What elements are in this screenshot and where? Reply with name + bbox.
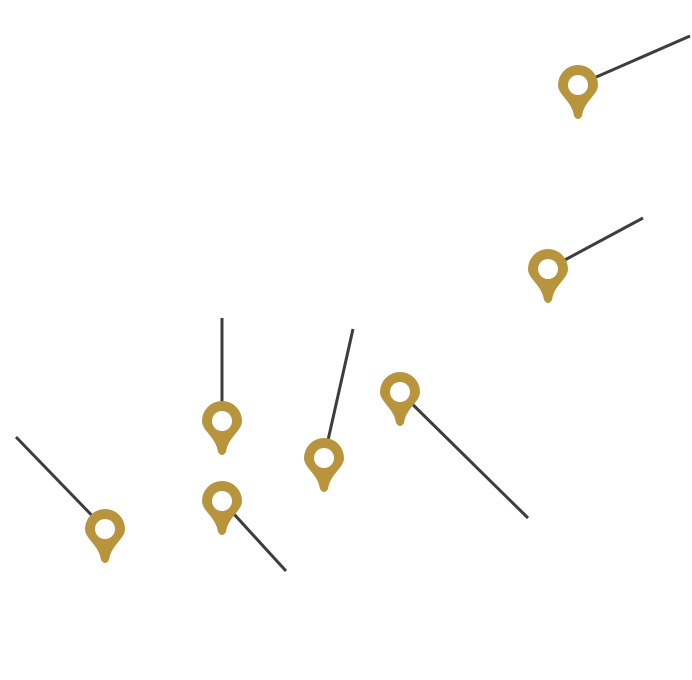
map-pin-hole bbox=[568, 75, 588, 95]
map-pin-icon[interactable] bbox=[528, 249, 568, 303]
leader-line bbox=[322, 328, 355, 459]
map-pins[interactable] bbox=[85, 65, 598, 563]
map-pin-icon[interactable] bbox=[202, 481, 242, 535]
map-pin-icon[interactable] bbox=[380, 372, 420, 426]
map-pin-hole bbox=[212, 491, 232, 511]
leader-line bbox=[398, 390, 530, 520]
leader-line bbox=[14, 435, 107, 531]
leader-line bbox=[577, 34, 691, 87]
map-pin-icon[interactable] bbox=[85, 509, 125, 563]
map-pin-hole bbox=[95, 519, 115, 539]
map-pin-icon[interactable] bbox=[304, 438, 344, 492]
map-pin-icon[interactable] bbox=[558, 65, 598, 119]
map-pin-hole bbox=[390, 382, 410, 402]
map-pin-hole bbox=[314, 448, 334, 468]
map-pin-icon[interactable] bbox=[202, 401, 242, 455]
map-pin-hole bbox=[212, 411, 232, 431]
map-pin-hole bbox=[538, 259, 558, 279]
